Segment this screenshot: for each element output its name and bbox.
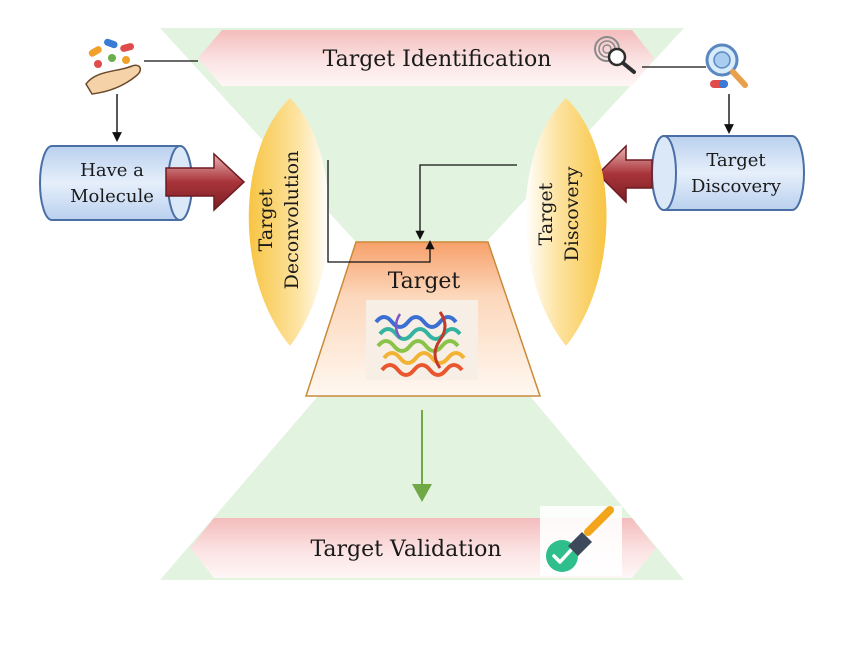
target-discovery-cylinder-line1: Target xyxy=(706,150,766,171)
target-discovery-cylinder-line2: Discovery xyxy=(691,176,782,197)
target-discovery-lens-line1: Target xyxy=(535,182,557,245)
target-deconvolution-line2: Deconvolution xyxy=(281,151,303,290)
target-deconvolution-line1: Target xyxy=(255,188,277,251)
target-discovery-cylinder: Target Discovery xyxy=(651,135,805,211)
have-a-molecule-line1: Have a xyxy=(80,160,144,181)
magnifier-pills-icon xyxy=(705,43,748,88)
target-identification-banner: Target Identification xyxy=(198,30,654,86)
block-arrow-right xyxy=(165,152,246,212)
pills-hand-icon xyxy=(85,38,142,95)
target-validation-banner: Target Validation xyxy=(190,518,656,578)
protein-structure-icon xyxy=(366,300,478,380)
arrow-target-to-validation xyxy=(412,410,432,502)
discovery-to-target-line xyxy=(415,164,517,240)
target-discovery-lens: Target Discovery xyxy=(525,98,607,346)
target-identification-label: Target Identification xyxy=(323,47,552,72)
target-validation-label: Target Validation xyxy=(310,537,501,562)
target-discovery-lens-line2: Discovery xyxy=(561,166,583,261)
target-deconvolution-lens: Target Deconvolution xyxy=(248,98,329,346)
block-arrow-left xyxy=(596,144,653,204)
target-label: Target xyxy=(388,269,461,294)
have-a-molecule-line2: Molecule xyxy=(70,186,154,207)
validation-brush-check-icon xyxy=(540,506,622,576)
deconvolution-to-target-line xyxy=(327,160,435,263)
fingerprint-search-icon xyxy=(594,36,636,74)
have-a-molecule-cylinder: Have a Molecule xyxy=(39,145,193,221)
